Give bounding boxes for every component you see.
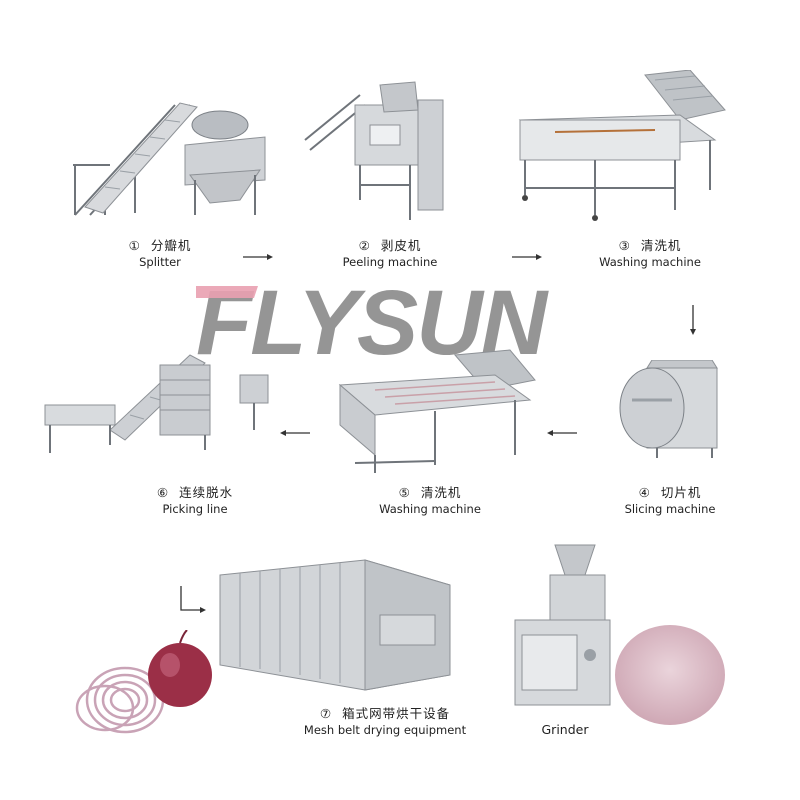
step-6-caption: ⑥ 连续脱水 Picking line (110, 485, 280, 517)
step-6-cn-label: 连续脱水 (179, 485, 234, 500)
step-3-caption: ③ 清洗机 Washing machine (565, 238, 735, 270)
mesh-belt-dryer-image (219, 559, 451, 691)
flysun-logo: FLYSUN (196, 282, 552, 362)
step-1-number: ① (128, 238, 141, 253)
arrow-left-icon (280, 430, 310, 436)
grinder-caption: Grinder (505, 722, 625, 738)
step-3-cn-label: 清洗机 (640, 238, 682, 253)
arrow-down-icon (690, 305, 696, 335)
onion-slices-image (75, 630, 212, 734)
step-7-cn-label: 箱式网带烘干设备 (342, 706, 451, 721)
step-5-cn-label: 清洗机 (420, 485, 462, 500)
washing-machine-image (518, 70, 726, 221)
arrow-right-icon (243, 254, 273, 260)
step-2-en-label: Peeling machine (342, 255, 438, 269)
step-2-number: ② (358, 238, 371, 253)
step-4-en-label: Slicing machine (624, 502, 716, 516)
step-1-caption: ① 分瓣机 Splitter (75, 238, 245, 270)
grinder-en-label: Grinder (541, 722, 589, 737)
step-5-en-label: Washing machine (379, 502, 481, 516)
picking-line-image (44, 354, 269, 453)
onion-powder-image (615, 625, 725, 725)
step-5-number: ⑤ (398, 485, 411, 500)
step-6-en-label: Picking line (162, 502, 228, 516)
arrow-left-icon (547, 430, 577, 436)
step-1-en-label: Splitter (139, 255, 181, 269)
peeling-machine-image (304, 81, 444, 220)
logo-text: FLYSUN (196, 282, 550, 362)
step-7-caption: ⑦ 箱式网带烘干设备 Mesh belt drying equipment (290, 706, 480, 738)
arrow-corner-icon (180, 586, 206, 613)
step-2-caption: ② 剥皮机 Peeling machine (305, 238, 475, 270)
step-7-en-label: Mesh belt drying equipment (303, 723, 467, 737)
arrow-right-icon (512, 254, 542, 260)
step-4-cn-label: 切片机 (660, 485, 702, 500)
step-4-number: ④ (638, 485, 651, 500)
grinder-image (514, 544, 611, 706)
splitter-machine-image (73, 102, 266, 216)
step-2-cn-label: 剥皮机 (380, 238, 422, 253)
washing-machine-2-image (338, 349, 536, 473)
step-4-caption: ④ 切片机 Slicing machine (585, 485, 755, 517)
step-6-number: ⑥ (156, 485, 170, 500)
step-5-caption: ⑤ 清洗机 Washing machine (345, 485, 515, 517)
slicing-machine-image (619, 360, 718, 458)
step-3-en-label: Washing machine (599, 255, 701, 269)
step-3-number: ③ (618, 238, 631, 253)
step-1-cn-label: 分瓣机 (150, 238, 192, 253)
step-7-number: ⑦ (319, 706, 333, 721)
